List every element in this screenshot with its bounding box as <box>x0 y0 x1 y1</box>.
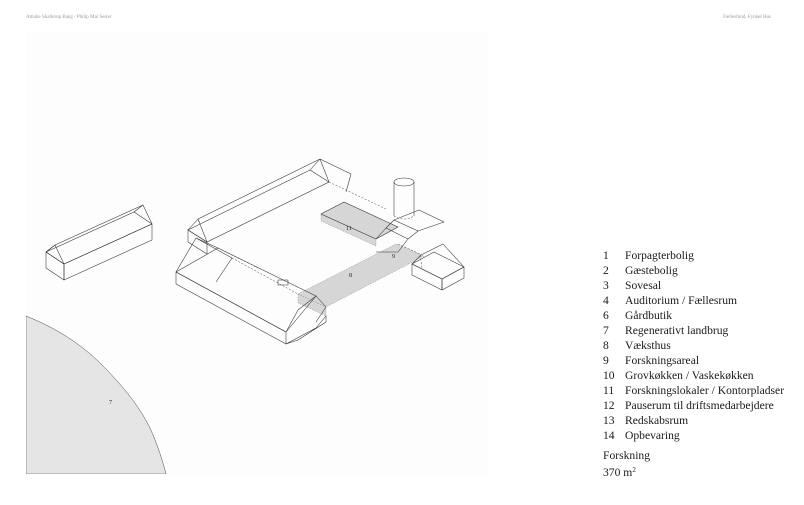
axonometric-drawing: 7 8 9 11 <box>26 32 488 474</box>
legend-number: 6 <box>603 309 609 322</box>
summary-title: Forskning <box>603 449 651 462</box>
building-north-wing <box>187 158 387 255</box>
legend-item: 4 Auditorium / Fællesrum <box>603 293 784 308</box>
header-project: Fællesfond, Fynkel Hus <box>723 15 771 20</box>
legend-label: Sovesal <box>625 279 662 292</box>
legend-label: Forskningslokaler / Kontorpladser <box>625 384 785 397</box>
legend-item: 7 Regenerativt landbrug <box>603 323 784 338</box>
research-lab-front <box>320 213 377 247</box>
legend-number: 14 <box>603 429 615 442</box>
legend-item: 11 Forskningslokaler / Kontorpladser <box>603 383 784 398</box>
site-plan-svg: 7 8 9 11 <box>26 158 465 474</box>
legend-label: Redskabsrum <box>625 414 689 427</box>
building-west-wing <box>175 237 327 345</box>
legend-label: Grovkøkken / Vaskekøkken <box>625 369 754 382</box>
legend-label: Forpagterbolig <box>625 249 694 262</box>
legend-item: 6 Gårdbutik <box>603 308 784 323</box>
legend-number: 11 <box>603 384 615 397</box>
legend-item: 8 Væksthus <box>603 338 784 353</box>
legend-label: Regenerativt landbrug <box>625 324 729 337</box>
label-field: 7 <box>109 400 112 406</box>
legend-item: 3 Sovesal <box>603 278 784 293</box>
legend-label: Opbevaring <box>625 429 680 442</box>
legend-number: 9 <box>603 354 609 367</box>
label-research-lab: 11 <box>346 226 352 232</box>
silo <box>393 177 415 220</box>
legend-number: 12 <box>603 399 615 412</box>
legend-item: 12 Pauserum til driftsmedarbejdere <box>603 398 784 413</box>
summary-area-unit: 2 <box>632 466 636 474</box>
legend-number: 8 <box>603 339 609 352</box>
legend-number: 10 <box>603 369 615 382</box>
building-left-barn <box>45 204 153 281</box>
label-research-area: 9 <box>392 254 395 260</box>
greenhouse-area-front <box>297 293 327 317</box>
legend-number: 13 <box>603 414 615 427</box>
legend-item: 9 Forskningsareal <box>603 353 784 368</box>
greenhouse-area <box>297 243 425 308</box>
legend-item: 2 Gæstebolig <box>603 263 784 278</box>
legend-number: 1 <box>603 249 609 262</box>
legend-label: Forskningsareal <box>625 354 700 367</box>
field-area <box>26 315 167 474</box>
legend-label: Pauserum til driftsmedarbejdere <box>625 399 774 412</box>
legend-item: 10 Grovkøkken / Vaskekøkken <box>603 368 784 383</box>
legend-number: 7 <box>603 324 609 337</box>
legend-label: Auditorium / Fællesrum <box>625 294 738 307</box>
legend-number: 4 <box>603 294 609 307</box>
legend-number: 3 <box>603 279 609 292</box>
legend-item: 14 Opbevaring <box>603 428 784 443</box>
summary-area: 370 m2 <box>603 466 636 479</box>
header-authors: Amalie Skallerup Bang / Philip Mai Seste… <box>26 15 112 20</box>
room-legend: 1 Forpagterbolig 2 Gæstebolig 3 Sovesal 4 Audit… <box>603 248 784 443</box>
legend-label: Gårdbutik <box>625 309 673 322</box>
legend-number: 2 <box>603 264 609 277</box>
building-east-wing <box>320 201 465 291</box>
label-greenhouse: 8 <box>349 273 352 279</box>
legend-label: Væksthus <box>625 339 671 352</box>
legend-item: 13 Redskabsrum <box>603 413 784 428</box>
legend-item: 1 Forpagterbolig <box>603 248 784 263</box>
legend-label: Gæstebolig <box>625 264 678 277</box>
area-summary: Forskning 370 m2 <box>603 449 650 480</box>
